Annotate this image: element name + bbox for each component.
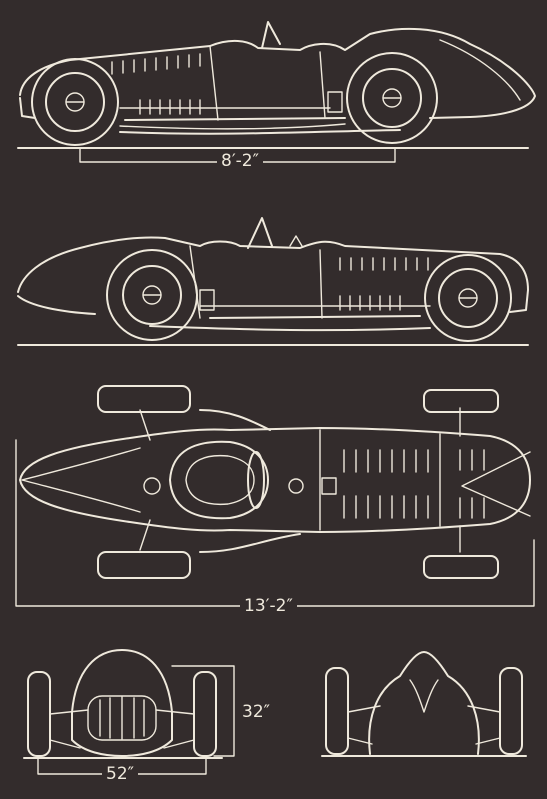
exhaust-pipe: [149, 325, 431, 332]
front-wheel: [346, 52, 438, 144]
fuel-filler: [327, 91, 343, 113]
louvres-upper: [111, 53, 201, 75]
side-view-nose-right: [17, 21, 536, 163]
overall-length-label: 13′-2″: [240, 597, 297, 615]
height-dimension: [171, 665, 235, 757]
axle-front: [139, 409, 151, 551]
tyre-right: [499, 667, 523, 755]
windscreen: [261, 21, 281, 49]
louvres-lower: [139, 99, 201, 115]
body-outline: [19, 27, 536, 121]
windscreen: [247, 217, 273, 249]
louvres-lower: [343, 495, 485, 519]
rear-view: [321, 651, 527, 757]
lower-body-line: [119, 107, 346, 130]
exhaust-pipe: [119, 129, 401, 135]
body-divider: [319, 429, 441, 531]
cockpit-inner: [185, 454, 255, 506]
cockpit: [169, 440, 269, 520]
air-intake: [143, 477, 161, 495]
grille-bars: [99, 696, 145, 740]
track-label: 52″: [102, 765, 138, 783]
louvres-upper: [343, 449, 485, 473]
louvres-upper: [339, 257, 429, 271]
cowl-line: [189, 245, 323, 319]
steering-wheel: [247, 451, 265, 509]
suspension-arms: [49, 709, 195, 749]
side-view-nose-left: [17, 217, 529, 346]
overall-length-dimension: [15, 439, 535, 607]
radiator-grille: [87, 695, 157, 741]
fuel-filler: [199, 289, 215, 311]
tyre-right: [193, 671, 217, 757]
top-view: [15, 385, 535, 607]
engine-cowl-line: [209, 45, 326, 121]
wheel-front-left: [97, 385, 191, 413]
wheel-rear-left: [423, 389, 499, 413]
wheel-front-right: [97, 551, 191, 579]
exhaust-pipe: [199, 409, 301, 553]
suspension-arms: [347, 705, 501, 745]
headrest-fairing: [409, 679, 439, 713]
body-outline: [19, 427, 531, 533]
rear-wheel: [31, 58, 119, 146]
louvres-lower: [339, 295, 401, 311]
wheel-rear-right: [423, 555, 499, 579]
nose-line: [439, 39, 521, 101]
tyre-left: [325, 667, 349, 755]
front-wheel: [106, 249, 198, 341]
wheelbase-label: 8′-2″: [217, 152, 263, 170]
filler-cap: [288, 478, 304, 494]
rear-wheel: [424, 254, 512, 342]
front-view: [23, 649, 235, 775]
tail-vee: [461, 451, 531, 517]
nose-taper: [21, 447, 141, 513]
body-outline: [368, 651, 480, 755]
height-label: 32″: [238, 703, 274, 721]
hatch: [321, 477, 337, 495]
tyre-left: [27, 671, 51, 757]
body-outline: [17, 236, 529, 319]
headrest: [289, 235, 303, 247]
